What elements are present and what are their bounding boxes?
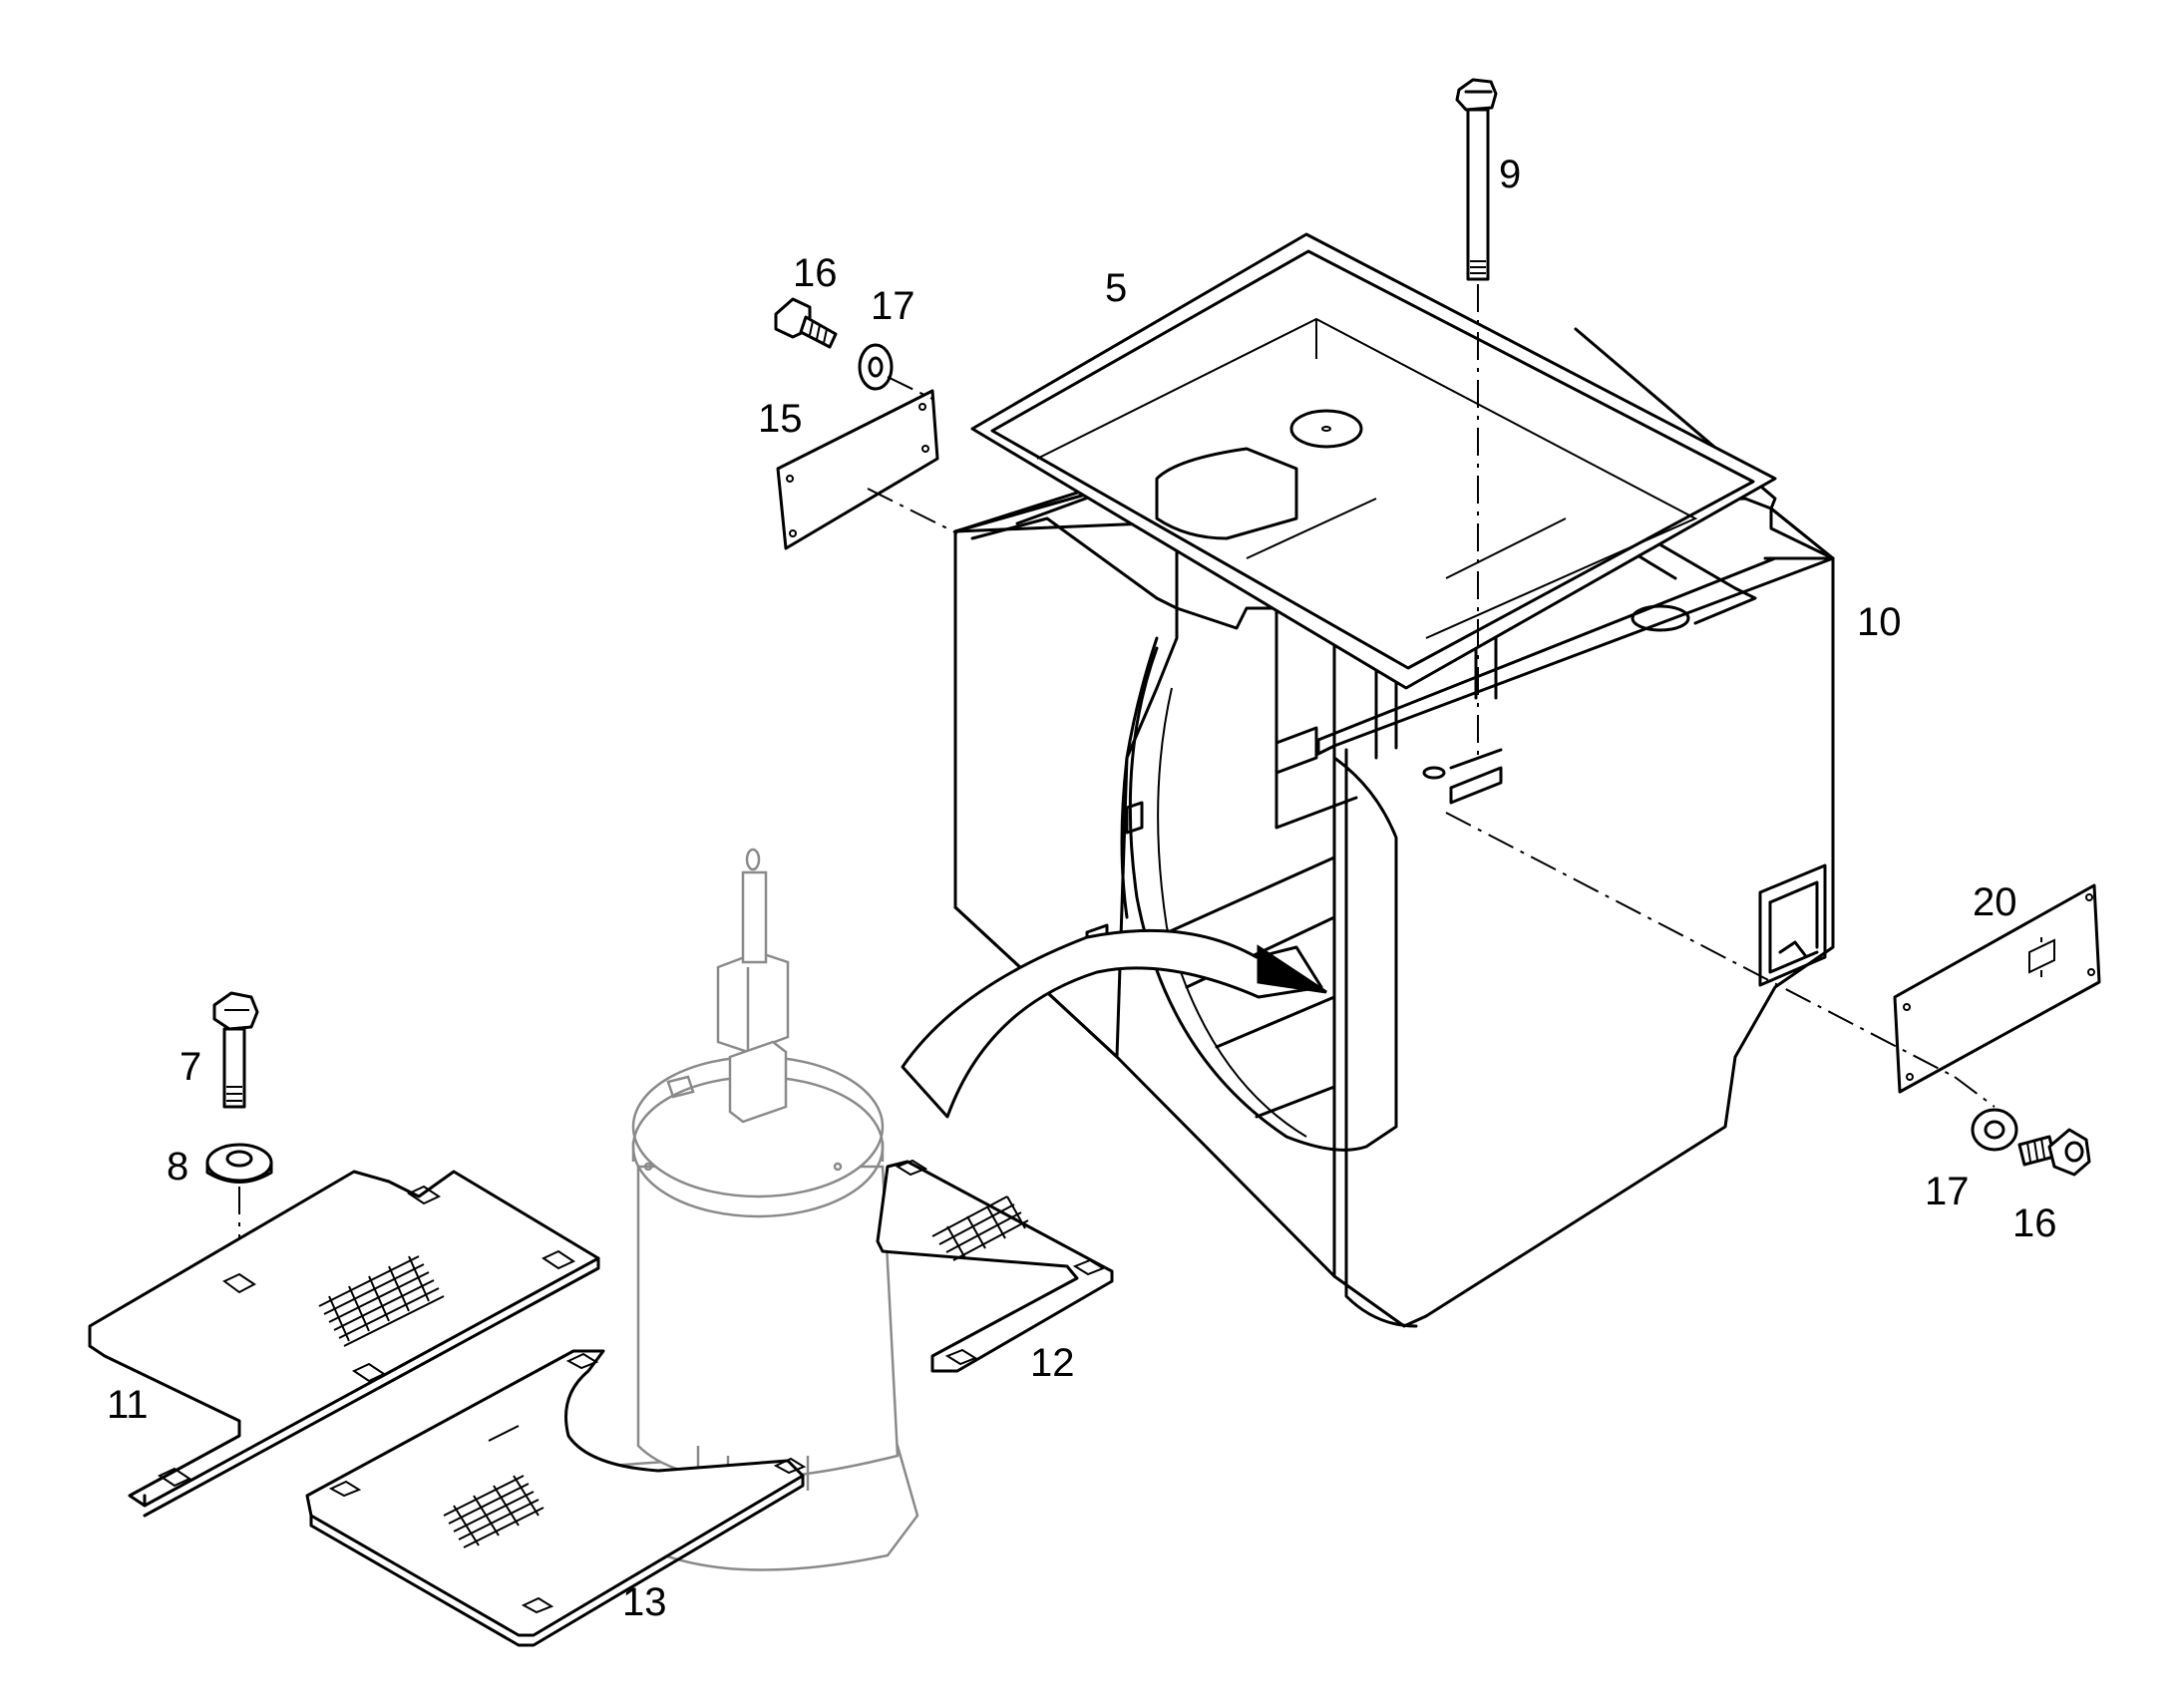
bolt-7 xyxy=(212,991,259,1109)
callout-labels: 5 7 8 9 10 11 12 13 15 16 17 16 17 20 xyxy=(107,153,2057,1624)
panel-swing-arrow xyxy=(901,928,1327,1119)
washer-17-top xyxy=(858,343,894,391)
screw-16-right xyxy=(2017,1128,2091,1177)
callout-20: 20 xyxy=(1973,880,2017,924)
top-frame-gasket xyxy=(970,232,1777,690)
callout-15: 15 xyxy=(758,397,803,441)
callout-17-right: 17 xyxy=(1925,1170,1970,1213)
callout-9: 9 xyxy=(1499,153,1521,196)
callout-8: 8 xyxy=(167,1145,188,1189)
plate-15-axis-lower xyxy=(867,488,958,534)
callout-16-right: 16 xyxy=(2012,1201,2057,1245)
callout-13: 13 xyxy=(622,1580,667,1624)
cover-plate-15 xyxy=(776,389,939,550)
cover-plate-20 xyxy=(1893,883,2101,1094)
bolt-9 xyxy=(1455,78,1498,281)
screw-16-top xyxy=(774,297,838,349)
callout-12: 12 xyxy=(1030,1341,1075,1385)
washer-8 xyxy=(205,1143,273,1184)
callout-17-top: 17 xyxy=(871,284,915,328)
callout-5: 5 xyxy=(1105,266,1127,310)
callout-7: 7 xyxy=(180,1045,201,1089)
washer-17-right xyxy=(1971,1108,2018,1152)
base-plate-13 xyxy=(305,1349,807,1647)
callout-11: 11 xyxy=(107,1383,149,1427)
base-plate-11 xyxy=(88,1170,600,1518)
washer-17-axis xyxy=(1954,1076,1996,1108)
plate-15-axis xyxy=(887,376,933,400)
callout-10: 10 xyxy=(1857,600,1902,644)
callout-16-top: 16 xyxy=(793,251,838,295)
base-plate-12 xyxy=(876,1159,1114,1373)
